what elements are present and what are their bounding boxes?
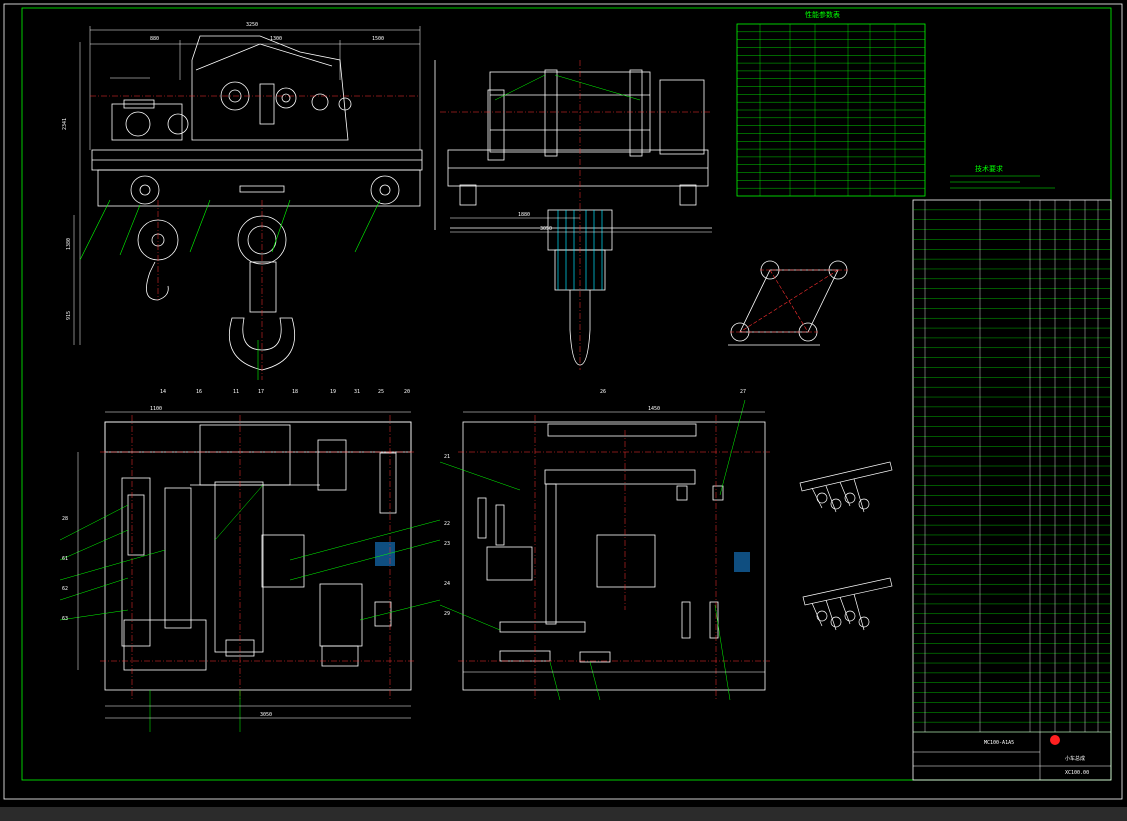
performance-table: 性能参数表 xyxy=(736,10,926,197)
side-view-cyan-ropes xyxy=(557,210,603,290)
dim-height-lower: 915 xyxy=(66,311,72,320)
tech-req-lines xyxy=(950,175,1055,189)
leader-number: 18 xyxy=(292,389,298,395)
parts-list-table xyxy=(912,199,1112,781)
stamp-model: MC100-A1A5 xyxy=(984,740,1014,746)
reeving-sketch-bottom xyxy=(802,577,893,631)
dim-plan-left-w: 1100 xyxy=(150,406,162,412)
performance-table-title: 性能参数表 xyxy=(805,10,840,19)
leader-number: 31 xyxy=(354,389,360,395)
leader-number: 17 xyxy=(258,389,264,395)
dim-side-wheel-base: 3050 xyxy=(540,226,552,232)
dim-side-span: 1880 xyxy=(518,212,530,218)
plan-view-left-green xyxy=(59,484,441,732)
stamp-code: XC100.00 xyxy=(1065,770,1089,776)
side-view-green-diagonals xyxy=(494,74,641,101)
plan-view-right-green xyxy=(439,399,746,701)
leader-number: 22 xyxy=(444,521,450,527)
plan-view-right-dims xyxy=(463,411,765,673)
dim-top-overall: 3250 xyxy=(246,22,258,28)
leader-number: 14 xyxy=(160,389,166,395)
leader-number: 27 xyxy=(740,389,746,395)
plan-view-left xyxy=(104,421,412,691)
hatch-box-left xyxy=(375,542,395,566)
front-elevation-centerlines xyxy=(90,95,420,380)
leader-number: 25 xyxy=(378,389,384,395)
status-bar xyxy=(0,807,1127,821)
dim-top-mid: 1300 xyxy=(270,36,282,42)
leader-number: 29 xyxy=(444,611,450,617)
dim-plan-left-total: 3050 xyxy=(260,712,272,718)
dim-plan-right-w: 1450 xyxy=(648,406,660,412)
dim-top-right: 1500 xyxy=(372,36,384,42)
tech-req-title: 技术要求 xyxy=(975,164,1003,173)
leader-number: 21 xyxy=(444,454,450,460)
leader-number: 11 xyxy=(233,389,239,395)
plan-view-right xyxy=(462,421,766,691)
leader-number: 23 xyxy=(444,541,450,547)
front-elevation-view xyxy=(73,26,423,371)
plan-view-right-red xyxy=(458,415,770,700)
plan-view-left-red xyxy=(100,415,416,700)
leader-number: 61 xyxy=(62,556,68,562)
dim-top-left: 880 xyxy=(150,36,159,42)
wheel-layout-redlines xyxy=(730,269,848,333)
leader-number: 63 xyxy=(62,616,68,622)
reeving-sketch-top xyxy=(799,461,893,513)
leader-number: 19 xyxy=(330,389,336,395)
side-view-centerlines xyxy=(440,60,712,370)
leader-number: 28 xyxy=(62,516,68,522)
outer-frame xyxy=(3,3,1123,800)
leader-labels: 14 16 11 17 18 19 31 25 20 21 22 23 24 29 26 27 28 61 62 63 xyxy=(62,389,746,622)
dim-height-left: 2341 xyxy=(62,118,68,130)
leader-number: 26 xyxy=(600,389,606,395)
plan-view-left-dims xyxy=(77,411,411,719)
dim-left-mid: 1380 xyxy=(66,238,72,250)
leader-number: 24 xyxy=(444,581,450,587)
leader-number: 16 xyxy=(196,389,202,395)
stamp-name: 小车总成 xyxy=(1065,755,1085,762)
title-block: MC100-A1A5 小车总成 XC100.00 xyxy=(913,731,1111,780)
side-view-dim-lines xyxy=(450,217,712,233)
leader-number: 62 xyxy=(62,586,68,592)
front-elevation-greenlines xyxy=(79,199,381,380)
leader-number: 20 xyxy=(404,389,410,395)
hatch-box-right xyxy=(734,552,750,572)
